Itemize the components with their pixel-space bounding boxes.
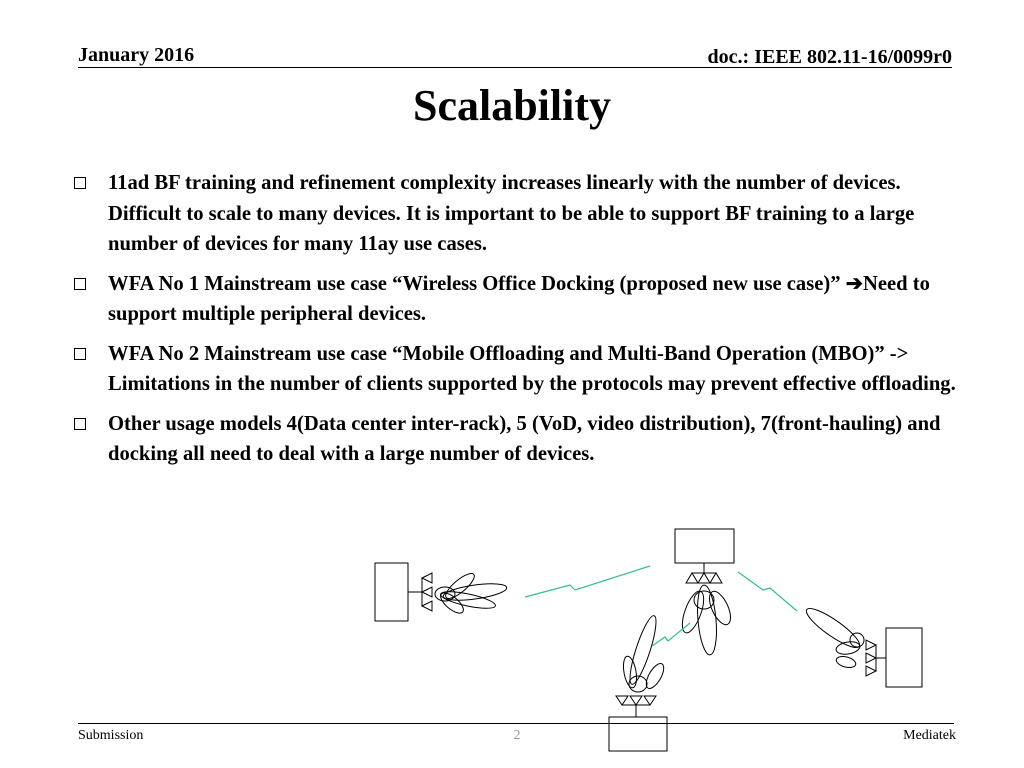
wireless-links <box>524 565 798 647</box>
bullet-list: 11ad BF training and refinement complexi… <box>72 168 962 479</box>
footer-company: Mediatek <box>903 728 956 743</box>
checkbox-bullet-icon <box>74 347 86 360</box>
bullet-item: WFA No 1 Mainstream use case “Wireless O… <box>72 269 962 330</box>
right-arrow-icon: ➔ <box>845 272 863 295</box>
device-left <box>374 562 433 622</box>
bullet-text: Need to support multiple peripheral devi… <box>108 272 930 326</box>
device-hub <box>674 528 735 584</box>
bullet-text: 11ad BF training and refinement complexi… <box>108 172 915 255</box>
header-doc-id: doc.: IEEE 802.11-16/0099r0 <box>707 46 952 68</box>
antenna-beam-left <box>434 573 508 614</box>
header-date: January 2016 <box>78 44 195 66</box>
bullet-text: WFA No 1 Mainstream use case “Wireless O… <box>108 272 846 295</box>
footer-divider <box>78 723 954 724</box>
antenna-beam-right <box>805 608 865 668</box>
slide-title: Scalability <box>412 81 612 130</box>
header-divider <box>78 67 952 68</box>
checkbox-bullet-icon <box>74 417 86 430</box>
bullet-text: WFA No 2 Mainstream use case “Mobile Off… <box>108 342 956 396</box>
page-number: 2 <box>513 728 521 743</box>
bullet-item: WFA No 2 Mainstream use case “Mobile Off… <box>72 339 962 400</box>
footer-submission: Submission <box>78 728 144 743</box>
device-right <box>865 627 923 688</box>
antenna-beam-hub <box>681 584 732 656</box>
bullet-item: Other usage models 4(Data center inter-r… <box>72 409 962 470</box>
checkbox-bullet-icon <box>74 177 86 189</box>
antenna-beam-bottom <box>622 615 665 693</box>
device-bottom <box>608 695 668 752</box>
bullet-text: Other usage models 4(Data center inter-r… <box>108 412 941 466</box>
checkbox-bullet-icon <box>74 277 86 290</box>
bullet-item: 11ad BF training and refinement complexi… <box>72 168 962 260</box>
beamforming-diagram <box>374 528 923 752</box>
